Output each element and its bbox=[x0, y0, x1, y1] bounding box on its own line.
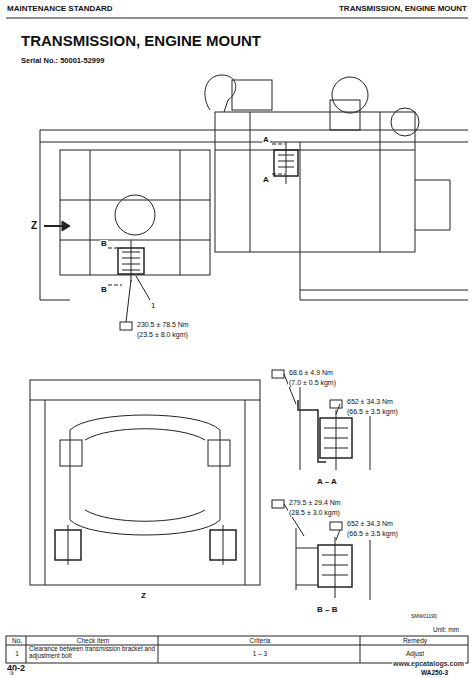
table-cell: Clearance between transmission bracket a… bbox=[28, 646, 158, 660]
section-marker: B bbox=[100, 240, 108, 249]
torque-value: (7.0 ± 0.5 kgm) bbox=[288, 379, 337, 387]
view-title: Z bbox=[140, 592, 147, 601]
serial-number: Serial No.: 50001-52999 bbox=[20, 57, 105, 65]
section-marker: B bbox=[100, 286, 108, 295]
table-header: No. bbox=[7, 637, 27, 644]
page-title: TRANSMISSION, ENGINE MOUNT bbox=[20, 33, 262, 50]
torque-value: 68.6 ± 4.9 Nm bbox=[288, 369, 334, 377]
table-header: Check item bbox=[27, 637, 159, 644]
table-cell: 1 – 3 bbox=[159, 650, 361, 657]
unit-note: Unit: mm bbox=[432, 626, 460, 633]
section-title: A – A bbox=[316, 478, 338, 487]
model-code: WA250-3 bbox=[420, 669, 449, 676]
torque-value: 279.5 ± 29.4 Nm bbox=[288, 499, 342, 507]
torque-value: 230.5 ± 78.5 Nm bbox=[136, 321, 190, 329]
watermark: www.epcatalogs.com bbox=[392, 660, 465, 668]
torque-value: (66.5 ± 3.5 kgm) bbox=[346, 408, 399, 416]
section-marker: A bbox=[262, 176, 270, 185]
torque-value: (23.5 ± 8.0 kgm) bbox=[136, 331, 189, 339]
revision-mark: ③ bbox=[8, 670, 15, 677]
torque-value: (66.5 ± 3.5 kgm) bbox=[346, 530, 399, 538]
table-cell: 1 bbox=[7, 650, 27, 657]
section-title: B – B bbox=[316, 606, 338, 615]
torque-value: 652 ± 34.3 Nm bbox=[346, 520, 394, 528]
torque-value: 652 ± 34.3 Nm bbox=[346, 398, 394, 406]
table-header: Criteria bbox=[159, 637, 361, 644]
running-head: MAINTENANCE STANDARD bbox=[6, 5, 114, 14]
table-header: Remedy bbox=[361, 637, 469, 644]
view-marker: Z bbox=[30, 220, 38, 231]
section-marker: A bbox=[262, 136, 270, 145]
table-cell: Adjust bbox=[361, 650, 469, 657]
drawing-code: SMW01190 bbox=[410, 614, 438, 620]
running-head: TRANSMISSION, ENGINE MOUNT bbox=[338, 5, 468, 14]
callout-number: 1 bbox=[150, 302, 156, 311]
torque-value: (28.5 ± 3.0 kgm) bbox=[288, 509, 341, 517]
